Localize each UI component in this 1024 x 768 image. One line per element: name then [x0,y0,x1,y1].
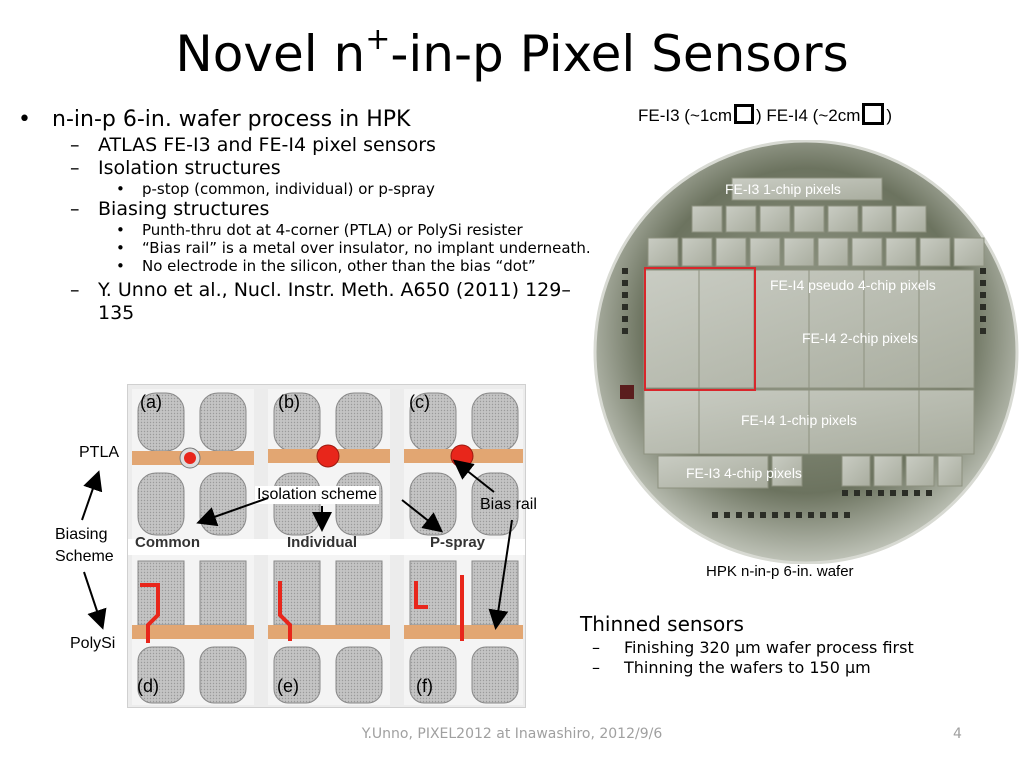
wafer-label-fei4-2chip: FE-I4 2-chip pixels [802,330,918,346]
bullet-sub: – Biasing structures [18,198,598,221]
pixel-layout-figure [127,384,526,708]
bullet-subsub: • No electrode in the silicon, other tha… [18,257,598,275]
slide-title: Novel n+-in-p Pixel Sensors [0,22,1024,83]
biasing-scheme-label-line1: Biasing [55,526,108,543]
square-icon [862,103,885,125]
wafer-label-fei4-1chip: FE-I4 1-chip pixels [741,412,857,428]
wafer-label-fei3-4chip: FE-I3 4-chip pixels [686,465,802,481]
dash-marker: – [70,134,80,156]
wafer-caption: HPK n-in-p 6-in. wafer [706,563,854,580]
bias-rail-label: Bias rail [480,496,537,513]
panel-label-d: (d) [137,676,159,696]
panel-e [268,555,390,705]
bullet-main: • n-in-p 6-in. wafer process in HPK [18,106,598,134]
bullet-marker: • [18,107,31,132]
wafer-drawing [593,139,1019,565]
wafer-size-caption-fei3: FE-I3 (~1cm [638,106,732,125]
title-superscript: + [365,22,391,57]
bullet-subsub-text: No electrode in the silicon, other than … [142,257,536,275]
bullet-sub-text: Isolation structures [98,157,281,179]
wafer-size-caption-end: ) [886,106,893,125]
bullet-subsub: • “Bias rail” is a metal over insulator,… [18,239,598,257]
wafer-label-fei4-pseudo-4chip: FE-I4 pseudo 4-chip pixels [770,277,936,293]
panel-a [132,389,254,539]
bullet-subsub: • p-stop (common, individual) or p-spray [18,180,598,198]
title-text-pre: Novel n [175,25,366,83]
column-label-p-spray: P-spray [430,534,486,551]
biasing-scheme-label-line2: Scheme [55,548,114,565]
title-text-post: -in-p Pixel Sensors [390,25,849,83]
wafer-size-caption-fei4: ) FE-I4 (~2cm [756,106,861,125]
panel-label-b: (b) [278,392,300,412]
thinned-item: – Thinning the wafers to 150 μm [592,658,871,677]
page-number: 4 [953,726,962,742]
bullet-subsub-text: Punth-thru dot at 4-corner (PTLA) or Pol… [142,221,523,239]
bullet-list: • n-in-p 6-in. wafer process in HPK – AT… [18,106,598,325]
column-label-individual: Individual [287,534,358,551]
bullet-marker: • [116,257,125,275]
isolation-scheme-label: Isolation scheme [255,486,380,504]
square-icon [734,104,754,124]
bullet-subsub: • Punth-thru dot at 4-corner (PTLA) or P… [18,221,598,239]
panel-label-f: (f) [416,676,433,696]
thinned-item-text: Finishing 320 μm wafer process first [624,638,914,657]
bullet-marker: • [116,221,125,239]
slide-footer: Y.Unno, PIXEL2012 at Inawashiro, 2012/9/… [361,726,663,742]
wafer-label-fei3-1chip: FE-I3 1-chip pixels [725,181,841,197]
bullet-marker: • [116,239,125,257]
bullet-subsub-text: “Bias rail” is a metal over insulator, n… [142,239,591,257]
bullet-reference-text: Y. Unno et al., Nucl. Instr. Meth. A650 … [98,279,571,324]
ptla-label: PTLA [79,444,120,461]
column-label-common: Common [135,534,200,551]
dash-marker: – [70,198,80,220]
panel-label-c: (c) [409,392,430,412]
bullet-sub: – ATLAS FE-I3 and FE-I4 pixel sensors [18,134,598,157]
panel-label-a: (a) [140,392,162,412]
thinned-sensors-title: Thinned sensors [580,612,744,636]
bullet-sub-text: ATLAS FE-I3 and FE-I4 pixel sensors [98,134,436,156]
polysi-label: PolySi [70,635,116,652]
highlight-box [644,267,756,391]
wafer-size-caption: FE-I3 (~1cm ) FE-I4 (~2cm) [638,103,892,126]
bullet-subsub-text: p-stop (common, individual) or p-spray [142,180,435,198]
dash-marker: – [592,658,600,677]
bullet-marker: • [116,180,125,198]
dash-marker: – [592,638,600,657]
panel-d [132,555,254,705]
bullet-main-text: n-in-p 6-in. wafer process in HPK [52,107,411,132]
panel-b [268,389,390,539]
thinned-item: – Finishing 320 μm wafer process first [592,638,914,657]
bullet-sub: – Isolation structures [18,157,598,180]
thinned-item-text: Thinning the wafers to 150 μm [624,658,871,677]
dash-marker: – [70,279,80,301]
panel-label-e: (e) [277,676,299,696]
bullet-sub-text: Biasing structures [98,198,270,220]
dash-marker: – [70,157,80,179]
wafer-photo: FE-I3 1-chip pixels FE-I4 pseudo 4-chip … [592,139,1020,565]
bullet-sub: – Y. Unno et al., Nucl. Instr. Meth. A65… [18,279,598,325]
pixel-layout-drawing [128,389,525,705]
